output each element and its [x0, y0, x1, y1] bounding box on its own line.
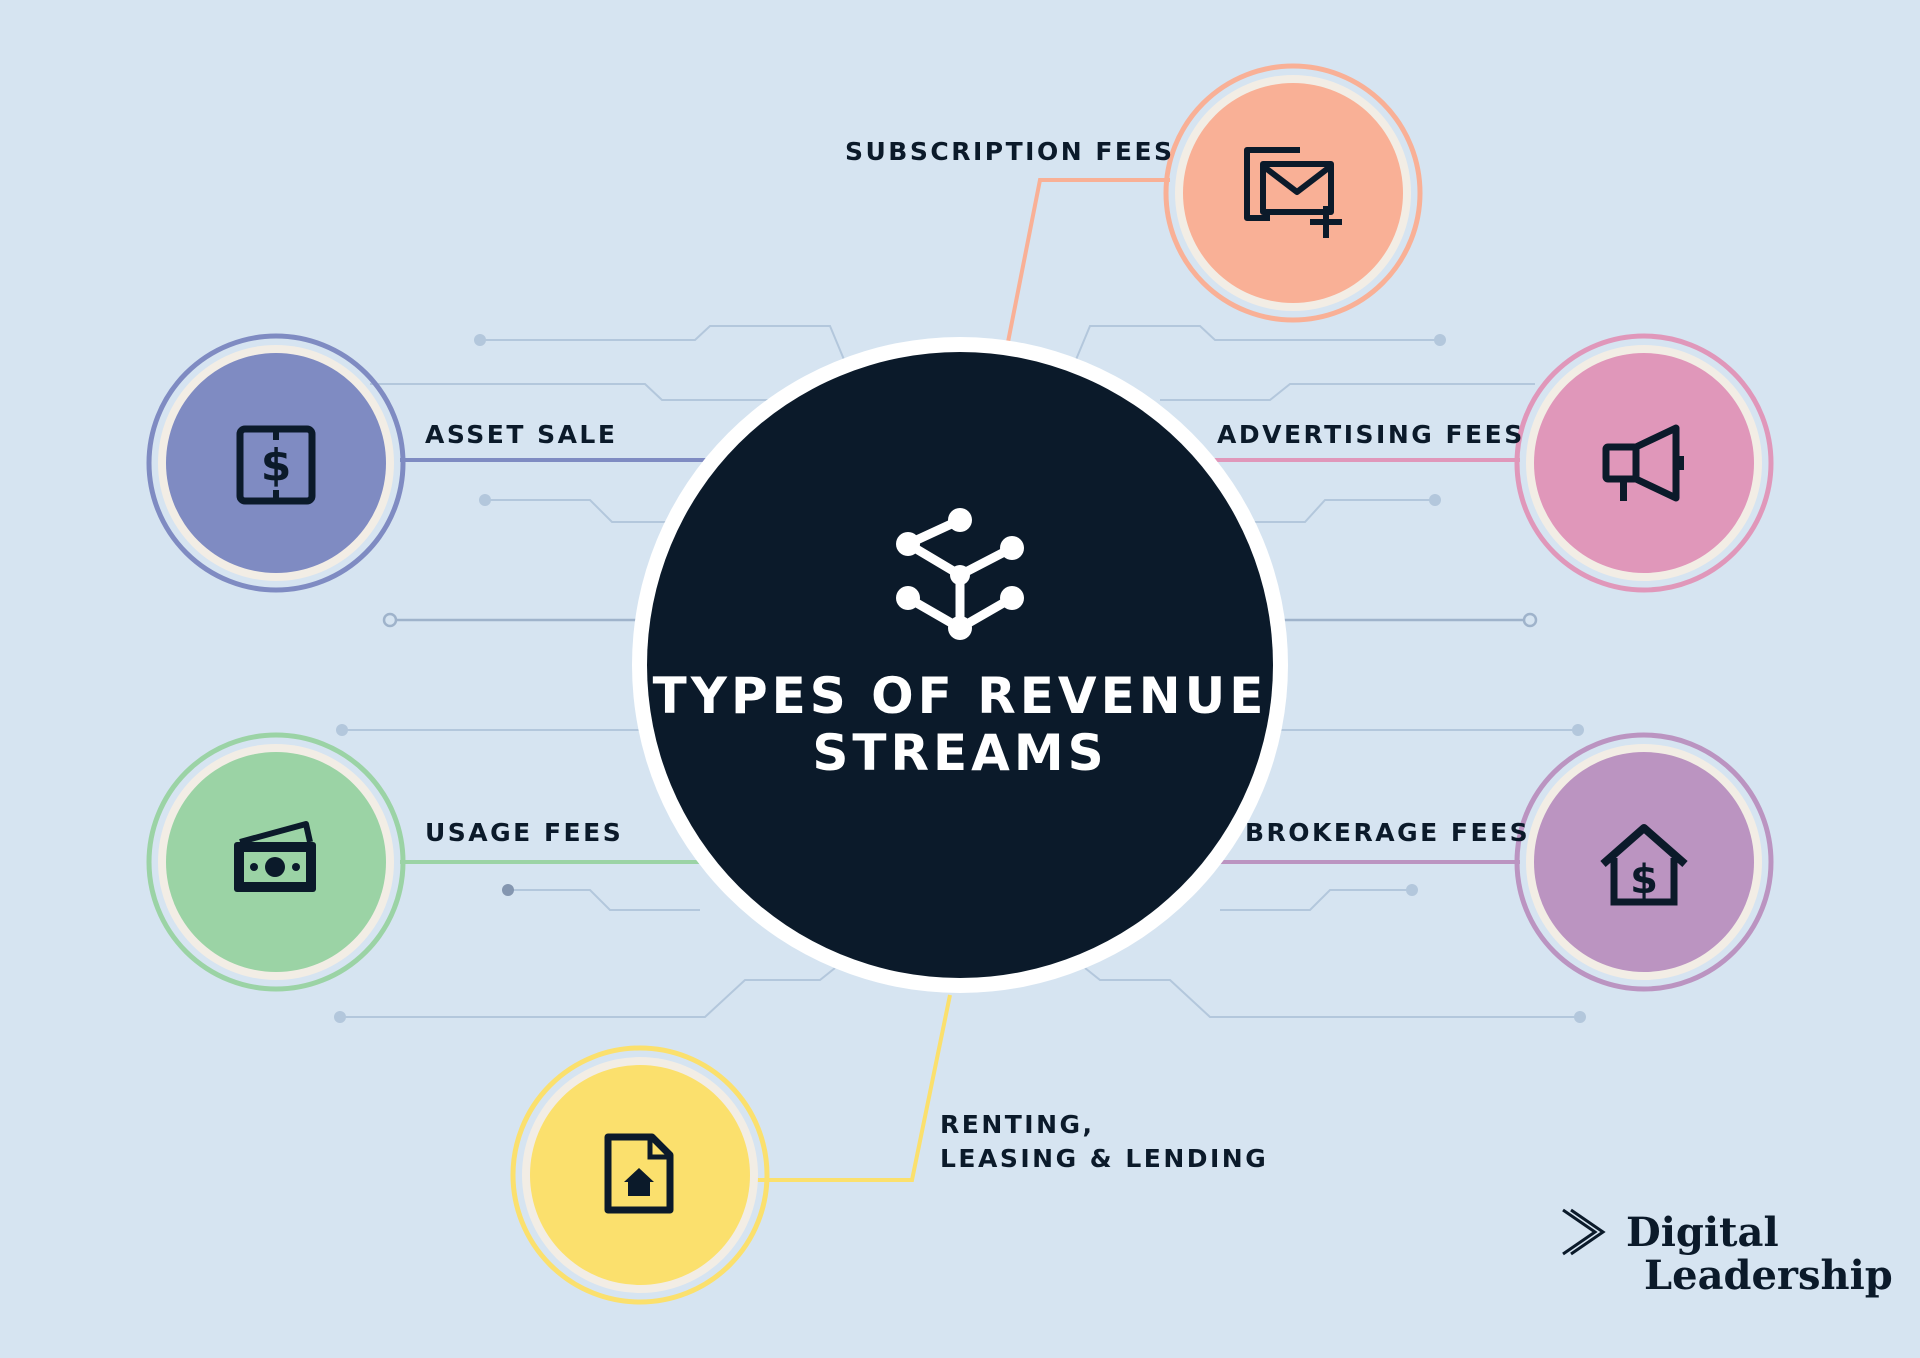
- center-title-line2: STREAMS: [812, 724, 1108, 782]
- connector-subscription: [1006, 178, 1170, 343]
- circuit-nodes: [334, 334, 1586, 1023]
- subscription-mail-add-icon: [1244, 147, 1342, 238]
- circle-asset: [146, 333, 406, 593]
- label-renting-line2: LEASING & LENDING: [940, 1144, 1269, 1173]
- cash-bill-icon: [234, 821, 316, 892]
- brand-line2: Leadership: [1644, 1252, 1893, 1299]
- label-brokerage-fees: BROKERAGE FEES: [1245, 818, 1531, 847]
- circle-subscription: [1163, 63, 1423, 323]
- megaphone-icon: [1602, 424, 1684, 502]
- label-subscription-fees: SUBSCRIPTION FEES: [845, 137, 1175, 166]
- brand-line1: Digital: [1626, 1209, 1779, 1256]
- circle-advertising: [1514, 333, 1774, 593]
- svg-text:$: $: [261, 440, 292, 491]
- network-node-icon: [896, 508, 1024, 640]
- connector-renting: [752, 994, 952, 1182]
- label-advertising-fees: ADVERTISING FEES: [1217, 420, 1525, 449]
- svg-text:$: $: [1630, 857, 1658, 903]
- label-usage-fees: USAGE FEES: [425, 818, 624, 847]
- center-circle: [647, 352, 1273, 978]
- center-title-line1: TYPES OF REVENUE: [652, 667, 1268, 725]
- house-dollar-icon: $: [1600, 824, 1688, 906]
- circuit-lines: [335, 325, 1580, 1018]
- house-document-icon: [604, 1133, 674, 1214]
- connectors: [400, 178, 1520, 1182]
- chevron-logo-icon: [1562, 1208, 1606, 1256]
- label-renting-line1: RENTING,: [940, 1110, 1095, 1139]
- circle-brokerage: [1514, 732, 1774, 992]
- dollar-box-icon: $: [236, 425, 316, 505]
- center-title: TYPES OF REVENUE STREAMS: [640, 668, 1280, 782]
- label-asset-sale: ASSET SALE: [425, 420, 618, 449]
